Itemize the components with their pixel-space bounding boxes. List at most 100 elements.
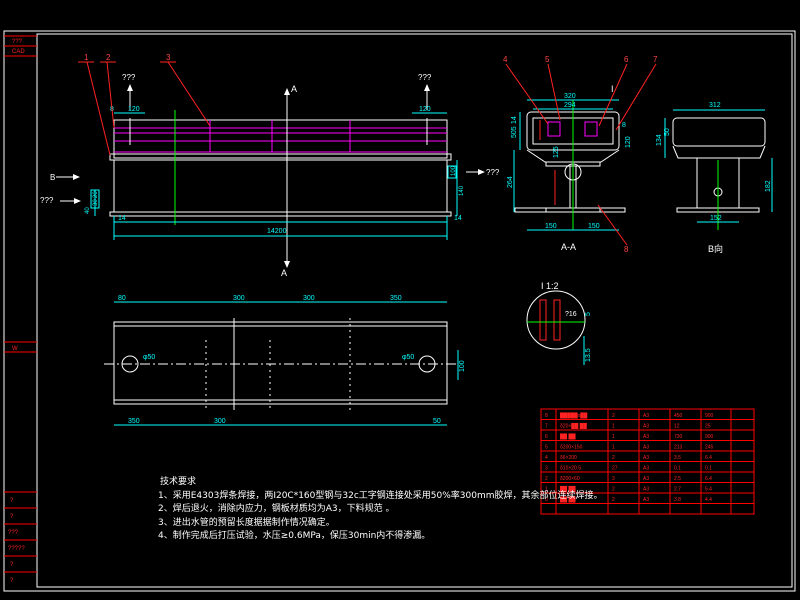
bom-cell: 8 [545, 413, 548, 419]
note-line: 1、采用E4303焊条焊接，两I20C*160型钢与32c工字钢连接处采用50%… [158, 490, 603, 501]
arrow-head [424, 84, 430, 91]
strip-tag: ? [10, 498, 14, 504]
balloon-3: 3 [166, 53, 171, 62]
bom-cell: 3 [612, 476, 615, 482]
note-line: 2、焊后退火，消除内应力，钢板材质均为A3，下料规范 。 [158, 504, 395, 514]
section-cell [584, 121, 598, 137]
detail-i: I 1:2 ?16 5 13.5 [526, 281, 592, 365]
detail-circle [526, 290, 586, 350]
bom-cell: δ200×60 [560, 476, 580, 482]
bom-cell: δ20×██ ██ [560, 423, 587, 430]
dim-box [447, 165, 457, 179]
bom-cell: A3 [643, 424, 649, 430]
bom-cell: ██ ██ [560, 496, 576, 503]
bottom-flange [109, 211, 452, 217]
bom-cell: 0.1 [705, 466, 712, 472]
bom-cell: A3 [643, 455, 649, 461]
strip-tag: CAD [12, 49, 25, 55]
bom-cell: 1 [612, 434, 615, 440]
bom-cell: 1 [545, 487, 548, 493]
bom-cell: A3 [643, 487, 649, 493]
dim-text: 140 [459, 185, 465, 196]
bom-cell: 2 [545, 476, 548, 482]
bom-cell: A3 [643, 445, 649, 451]
bom-cell: 3 [545, 466, 548, 472]
dim-text: 14 [454, 215, 462, 222]
dim-text: 20 [93, 191, 99, 198]
bom-cell: 5 [545, 445, 548, 451]
viewb-title: B向 [708, 243, 723, 254]
strip-tag: ? [10, 562, 14, 568]
detail-mark: I [611, 84, 614, 94]
plan-outline [113, 321, 448, 405]
label-unknown: ??? [418, 73, 432, 82]
dim-text: 300 [214, 418, 226, 425]
balloon-leader [547, 63, 561, 121]
bom-cell: 2 [612, 487, 615, 493]
bom-cell: 2.7 [674, 487, 681, 493]
dim-text: 294 [564, 102, 576, 109]
dim-text: 125 [553, 146, 560, 158]
outer-sheet-border [3, 30, 796, 592]
dim-text: 120 [625, 136, 632, 148]
bom-cell: 900 [705, 413, 714, 419]
balloon-leader [505, 63, 549, 125]
bom-cell: 5.4 [705, 487, 712, 493]
note-line: 3、进出水管的预留长度据据制作情况确定。 [158, 517, 335, 528]
dim-text-overall: 14200 [267, 228, 287, 235]
strip-tag: ??? [8, 530, 19, 536]
top-chamber-outline [113, 119, 448, 159]
dim-text: 150 [588, 223, 600, 230]
bom-cell: 0 [545, 497, 548, 503]
inner-sheet-border [36, 33, 793, 588]
arrow-head [74, 198, 81, 204]
dim-text: 30 [93, 199, 99, 206]
balloon-leader [598, 63, 628, 127]
bom-cell: ██ ██ [560, 486, 576, 493]
strip-tag: ????? [8, 546, 25, 552]
dim-text: 300 [233, 295, 245, 302]
bom-cell: 1 [612, 424, 615, 430]
bom-cell: 6 [545, 434, 548, 440]
arrow-head [478, 169, 485, 175]
bom-cell: 7 [545, 424, 548, 430]
section-mark-bottom: A [281, 268, 287, 278]
view-b: 312 134 50 182 152 B向 [656, 102, 773, 254]
bom-cell: A3 [643, 497, 649, 503]
bom-cell: A3 [643, 413, 649, 419]
bom-cell: 4 [545, 455, 548, 461]
balloon-leader [167, 61, 211, 127]
balloon-6: 6 [624, 55, 629, 64]
dim-text: 134 [656, 134, 663, 146]
bom-cell: 2 [612, 455, 615, 461]
strip-tag: ? [10, 514, 14, 520]
section-arrow [284, 261, 290, 268]
section-title: A-A [561, 242, 576, 252]
bom-cell: 1 [612, 445, 615, 451]
bom-cell: 6.4 [705, 455, 712, 461]
bom-cell: 213 [674, 445, 683, 451]
dim-text: 150 [545, 223, 557, 230]
balloon-leader [106, 61, 115, 129]
i-beam-web [113, 159, 448, 213]
strip-tag: ??? [12, 39, 23, 45]
label-unknown: ??? [122, 73, 136, 82]
viewb-taper [672, 145, 766, 159]
section-a-a: 320 294 505 14 264 125 120 8 150 150 A-A… [503, 55, 658, 254]
bom-cell: 4.4 [705, 497, 712, 503]
note-line: 4、制作完成后打压试验，水压≥0.6MPa，保压30min内不得渗漏。 [158, 531, 431, 541]
bom-cell: δ6×200 [560, 455, 577, 461]
dim-text: 50 [664, 128, 671, 136]
technical-notes: 技术要求 1、采用E4303焊条焊接，两I20C*160型钢与32c工字钢连接处… [158, 476, 603, 544]
dim-text: φ50 [402, 354, 414, 361]
bom-cell: A3 [643, 476, 649, 482]
bom-cell: 3.5 [674, 455, 681, 461]
strip-tag: ? [10, 578, 14, 584]
arrow-head [127, 84, 133, 91]
dim-text: 312 [709, 102, 721, 109]
bom-cell: δ200×150 [560, 445, 583, 451]
dim-text: φ50 [143, 354, 155, 361]
bom-cell: 900 [705, 434, 714, 440]
